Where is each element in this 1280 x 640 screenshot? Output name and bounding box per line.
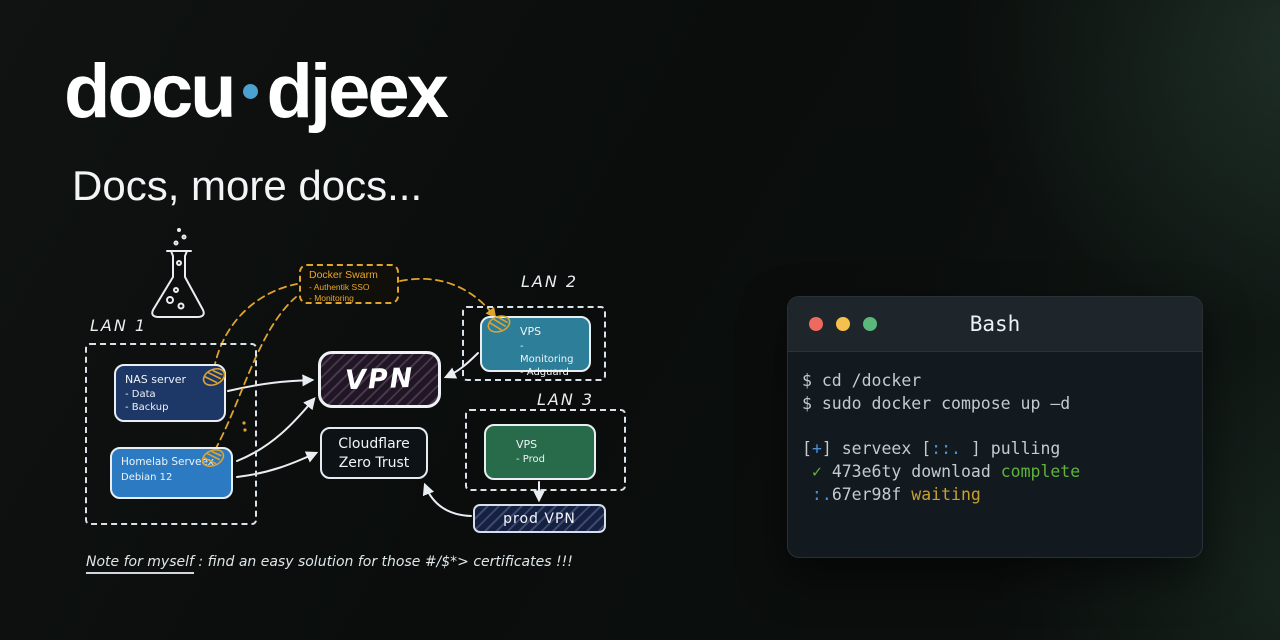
note-underlined: Note for myself (86, 554, 194, 574)
vps-lan2-node: VPS - Monitoring - Adguard (480, 316, 591, 378)
nas-server-node: NAS server - Data - Backup (114, 364, 226, 422)
note-rest: : find an easy solution for those #/$*> … (193, 554, 573, 570)
pull-spinner-close: ] (960, 439, 991, 458)
docker-swarm-node: Docker Swarm - Authentik SSO - Monitorin… (299, 264, 399, 304)
lan1-frame (85, 343, 257, 525)
vpn-title: VPN (344, 362, 415, 397)
terminal-line-cd: $ cd /docker (802, 371, 922, 390)
terminal-output: $ cd /docker $ sudo docker compose up —d… (788, 352, 1202, 523)
pull-bracket-close: ] (821, 439, 842, 458)
nas-line-data: - Data (125, 389, 156, 400)
flask-icon (151, 228, 205, 318)
terminal-line-compose: $ sudo docker compose up —d (802, 394, 1071, 413)
pull-spinner-open: [ (921, 439, 932, 458)
arrow-prodvpn-to-cloudflare (422, 482, 472, 517)
brand-word-right: djeex (266, 49, 449, 134)
nas-title: NAS server (125, 373, 187, 386)
cloudflare-line2: Zero Trust (338, 454, 410, 471)
vps3-line-prod: - Prod (516, 454, 545, 465)
download-status: complete (1000, 462, 1081, 481)
page-tagline: Docs, more docs... (72, 162, 423, 209)
lan1-label: LAN 1 (90, 316, 148, 335)
terminal-title: Bash (969, 312, 1021, 336)
pull-service-name: serveex (841, 439, 922, 458)
pull-plus: + (811, 439, 822, 458)
terminal-line-pulling: [+] serveex [::. ] pulling (802, 437, 1188, 460)
homelab-server-node: Homelab Serveex Debian 12 (110, 447, 233, 499)
terminal-line-download: ✓ 473e6ty download complete (802, 460, 1188, 483)
minimize-button[interactable] (836, 317, 850, 331)
brand-dot-icon (242, 84, 258, 99)
homelab-title: Homelab Serveex (121, 456, 214, 468)
download-text: 473e6ty download (831, 462, 1001, 481)
terminal-line-waiting: :.67er98f waiting (802, 483, 1188, 506)
vps3-title: VPS (516, 438, 538, 451)
lan3-frame (465, 409, 626, 491)
vpn-node: VPN (318, 351, 441, 408)
pull-action: pulling (990, 439, 1061, 458)
waiting-spinner-icon: :. (802, 485, 832, 504)
waiting-layer-id: 67er98f (831, 485, 912, 504)
terminal-window: Bash $ cd /docker $ sudo docker compose … (787, 296, 1203, 558)
vps2-line-monitoring: - Monitoring (520, 341, 574, 365)
terminal-titlebar: Bash (788, 297, 1202, 352)
lan2-frame (462, 306, 606, 381)
cloudflare-zero-trust-node: Cloudflare Zero Trust (320, 427, 428, 479)
swarm-line-monitoring: - Monitoring (309, 293, 354, 303)
vps-lan3-node: VPS - Prod (484, 424, 596, 480)
brand-logo: docu djeex (64, 48, 449, 135)
vps2-title: VPS (520, 325, 542, 338)
prod-vpn-title: prod VPN (503, 510, 576, 527)
brand-word-left: docu (64, 49, 237, 134)
swarm-title: Docker Swarm (309, 269, 378, 281)
lan3-label: LAN 3 (537, 390, 595, 409)
homelab-os: Debian 12 (121, 472, 173, 483)
pull-bracket-open: [ (802, 439, 812, 458)
check-icon: ✓ (802, 462, 832, 481)
zoom-button[interactable] (863, 317, 877, 331)
waiting-status: waiting (911, 485, 981, 504)
note-for-myself: Note for myself : find an easy solution … (86, 554, 573, 574)
pull-spinner-icon: ::. (931, 439, 961, 458)
terminal-line-blank (802, 415, 1188, 437)
vps2-line-adguard: - Adguard (520, 367, 569, 378)
cloudflare-line1: Cloudflare (338, 435, 410, 452)
nas-line-backup: - Backup (125, 402, 169, 413)
lan2-label: LAN 2 (521, 272, 579, 291)
close-button[interactable] (809, 317, 823, 331)
prod-vpn-node: prod VPN (473, 504, 606, 533)
swarm-line-sso: - Authentik SSO (309, 282, 370, 292)
window-controls (809, 317, 877, 331)
